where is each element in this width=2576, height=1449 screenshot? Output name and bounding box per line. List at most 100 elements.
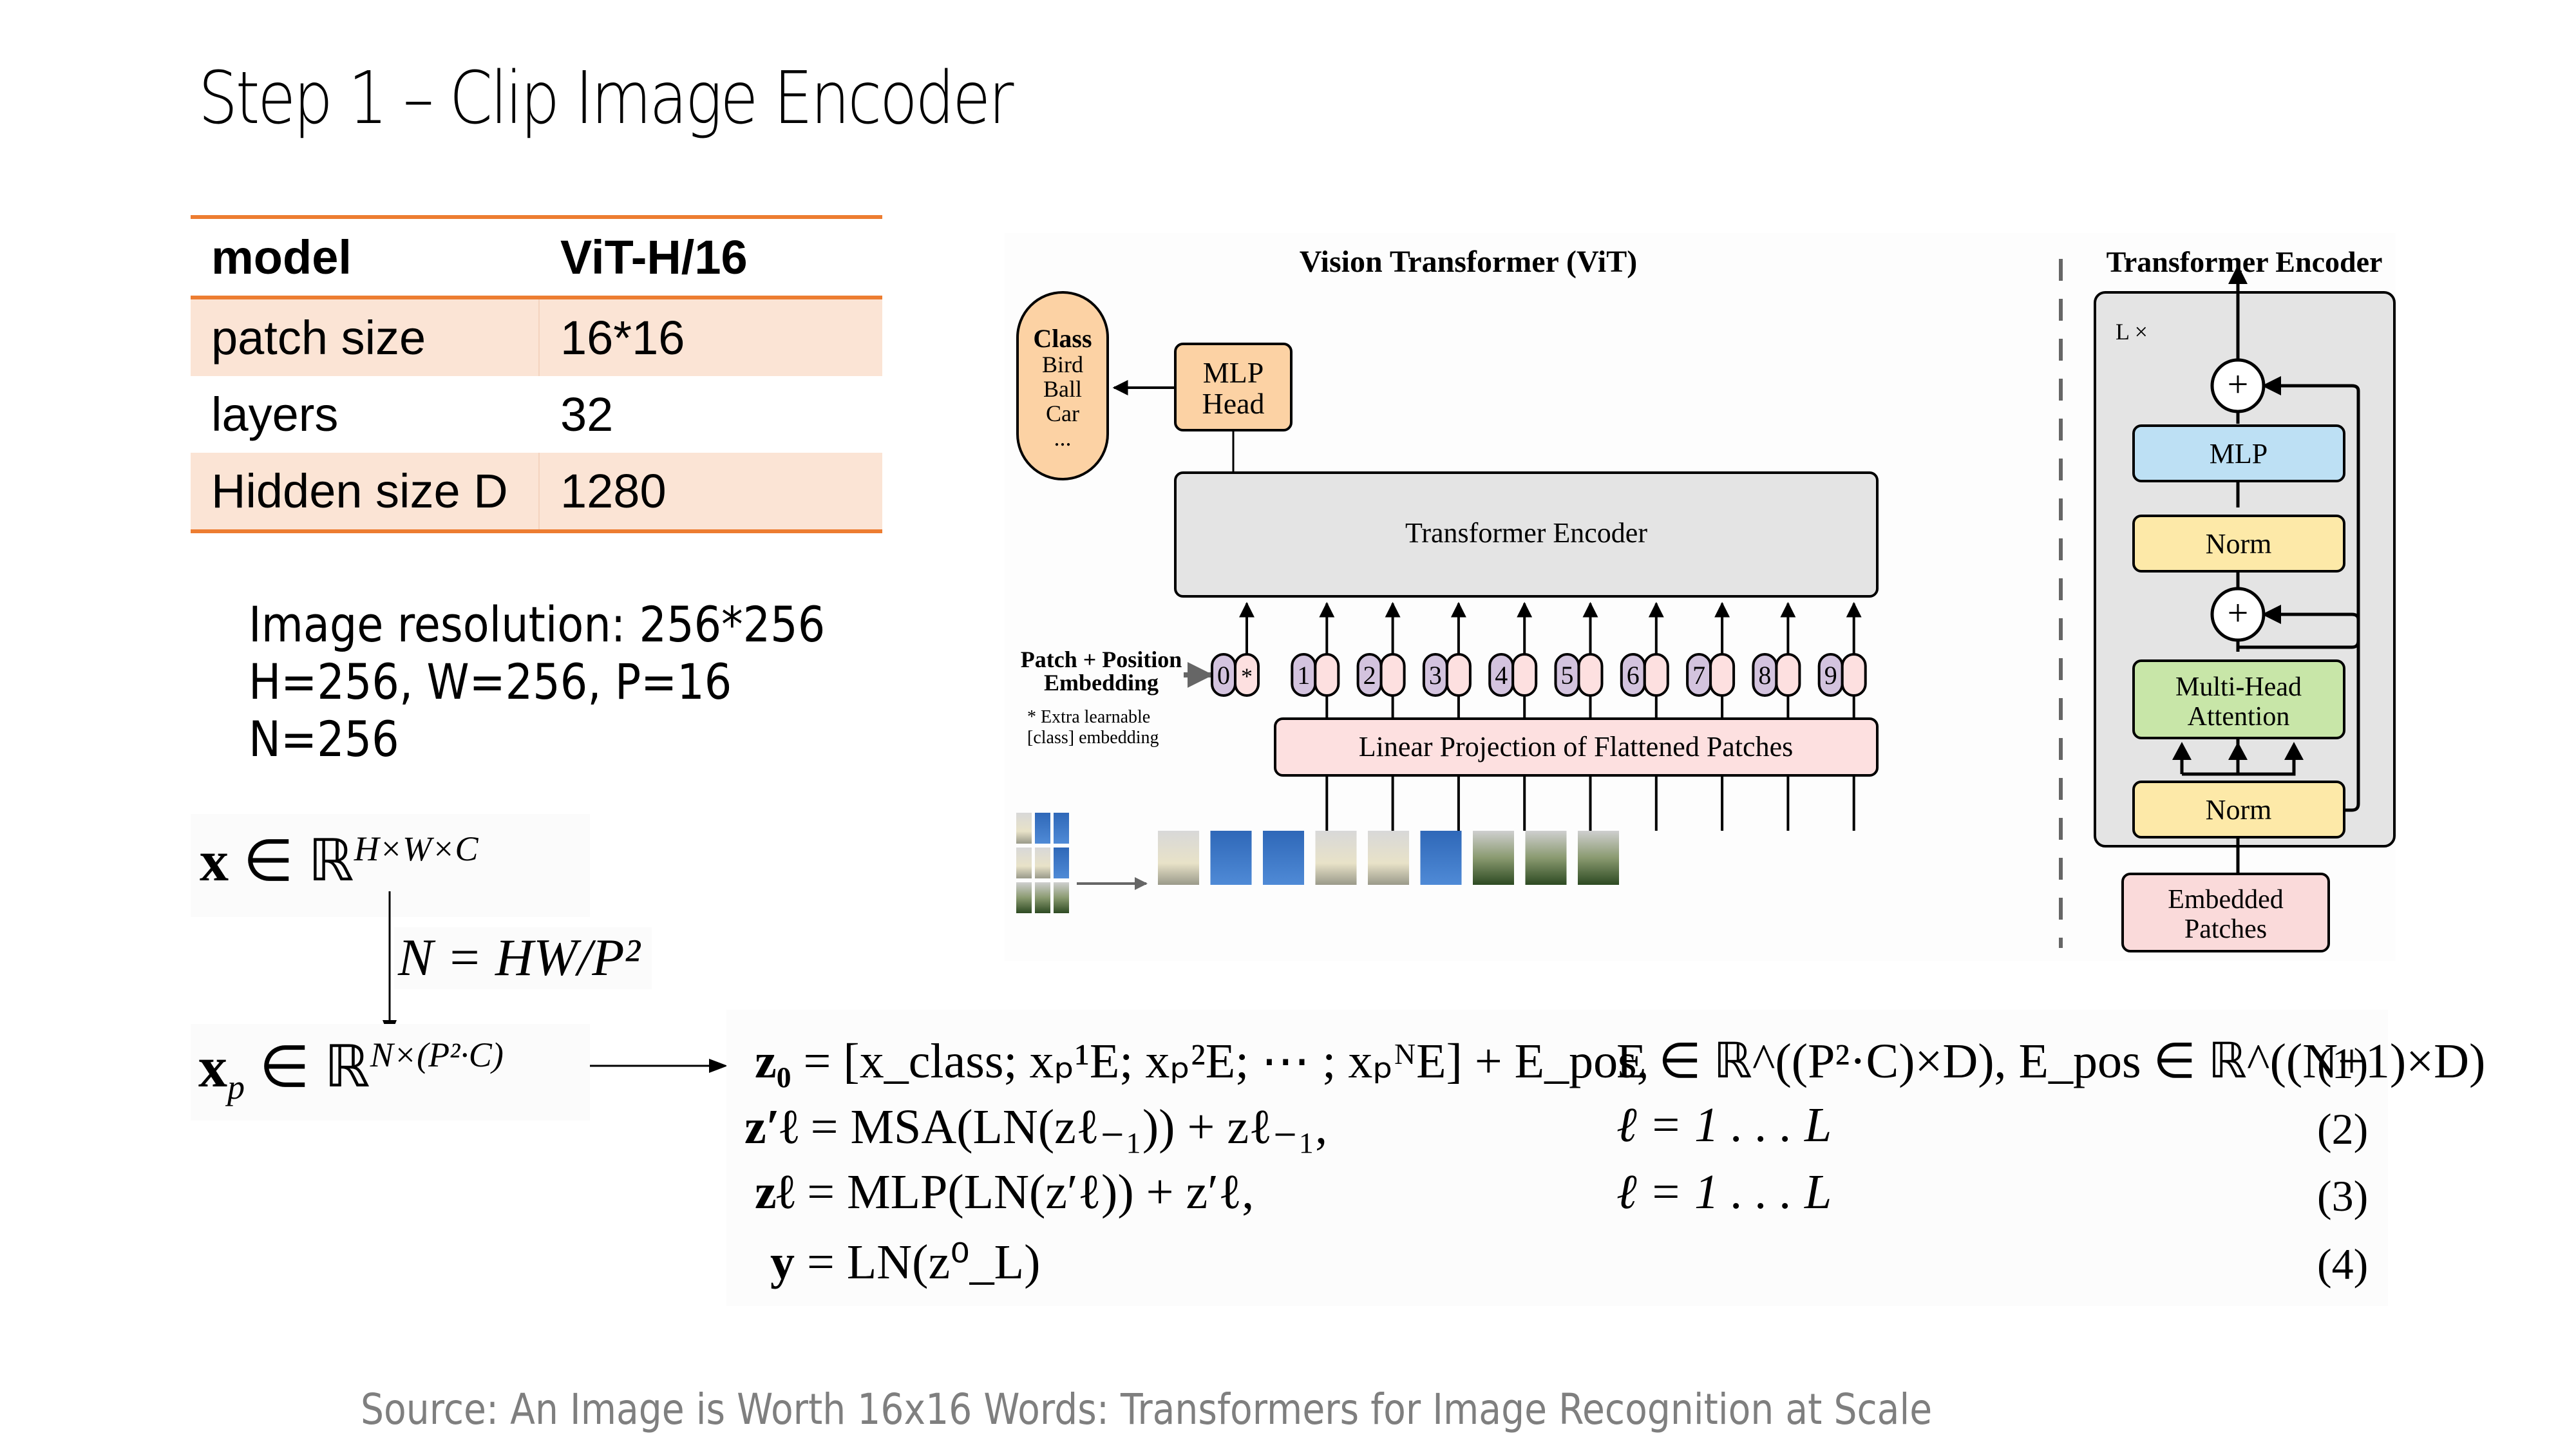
resolution-line: Image resolution: 256*256 xyxy=(249,596,826,653)
equation-number: (1) xyxy=(2317,1039,2369,1088)
mlp-label: MLP xyxy=(2210,438,2268,469)
to-equations-arrow xyxy=(590,1059,728,1073)
embedded-patches-label: Patches xyxy=(2184,914,2267,944)
equation-2-condition: ℓ = 1 . . . L xyxy=(1616,1098,1832,1152)
residual-path-attention xyxy=(2238,605,2360,812)
position-index: 5 xyxy=(1561,661,1574,690)
attention-label: Multi-Head xyxy=(2175,672,2302,702)
equation-number: (2) xyxy=(2317,1104,2369,1153)
image-patch xyxy=(1016,882,1032,913)
position-index: 1 xyxy=(1297,661,1310,690)
equation-2: z′ℓ = MSA(LN(zℓ₋₁)) + zℓ₋₁, xyxy=(744,1100,1328,1154)
xp-subscript: p xyxy=(227,1068,245,1106)
equation-number: (4) xyxy=(2317,1240,2369,1289)
table-cell-value: 1280 xyxy=(539,453,882,533)
patch-embedding-token xyxy=(1379,653,1406,697)
table-cell-value: 32 xyxy=(560,388,614,441)
equation-1-condition: E ∈ ℝ^((P²·C)×D), E_pos ∈ ℝ^((N+1)×D) xyxy=(1616,1034,2486,1088)
repeat-label: L × xyxy=(2116,319,2148,345)
image-patch xyxy=(1210,831,1252,885)
image-patch xyxy=(1035,848,1050,878)
key-arrow xyxy=(2228,742,2248,760)
patch-embedding-token xyxy=(1643,653,1669,697)
attention-label: Attention xyxy=(2188,702,2290,732)
mlp-head-label: Head xyxy=(1202,387,1264,420)
xp-symbol: x xyxy=(198,1036,227,1099)
element-of: ∈ xyxy=(259,1036,310,1099)
equation-3-condition: ℓ = 1 . . . L xyxy=(1616,1165,1832,1219)
attention-box xyxy=(2132,659,2345,739)
reals-symbol: ℝ xyxy=(308,829,354,893)
mlp-box xyxy=(2132,424,2345,482)
vit-title: Vision Transformer (ViT) xyxy=(1300,245,1637,279)
position-index: 9 xyxy=(1824,661,1837,690)
residual-add-top xyxy=(2210,358,2266,413)
position-index: 7 xyxy=(1692,661,1705,690)
equation-4: y = LN(z⁰_L) xyxy=(770,1235,1041,1289)
token-pair: 5 xyxy=(1554,601,1604,831)
patch-embedding-token xyxy=(1775,653,1801,697)
position-index: 6 xyxy=(1627,661,1640,690)
slide-title: Step 1 – Clip Image Encoder xyxy=(198,57,1014,140)
mlp-head-label: MLP xyxy=(1203,356,1264,389)
image-patch xyxy=(1016,813,1032,844)
transformer-encoder-label: Transformer Encoder xyxy=(1405,517,1647,549)
position-index: 8 xyxy=(1758,661,1771,690)
source-citation: Source: An Image is Worth 16x16 Words: T… xyxy=(361,1385,1933,1434)
table-row: Hidden size D 1280 xyxy=(191,453,882,533)
image-patch xyxy=(1473,831,1514,885)
equation-number: (3) xyxy=(2317,1171,2369,1220)
query-arrow xyxy=(2172,742,2192,760)
norm-label: Norm xyxy=(2206,528,2272,560)
image-patch xyxy=(1263,831,1304,885)
norm-box-bottom xyxy=(2132,781,2345,838)
token-pair: 2 xyxy=(1356,601,1406,831)
embedded-patches-box xyxy=(2121,873,2330,952)
patch-embedding-token xyxy=(1445,653,1472,697)
table-header-cell: model xyxy=(191,215,540,299)
token-pair: 4 xyxy=(1488,601,1538,831)
class-item: Car xyxy=(1046,401,1079,426)
table-row: patch size 16*16 xyxy=(191,298,882,376)
token-pair: 3 xyxy=(1422,601,1472,831)
token-pair: 1 xyxy=(1291,601,1340,831)
image-patch xyxy=(1016,848,1032,878)
norm-box-top xyxy=(2132,515,2345,573)
class-output-box xyxy=(1016,291,1109,480)
image-patch xyxy=(1054,848,1069,878)
flattened-patches xyxy=(1158,831,1619,885)
token-pair: 9 xyxy=(1817,601,1867,831)
position-index: 3 xyxy=(1429,661,1442,690)
x-dimensions: H×W×C xyxy=(354,829,478,868)
vit-equations: z₀ = [x_class; xₚ¹E; xₚ²E; ⋯ ; xₚᴺE] + E… xyxy=(726,1010,2485,1306)
table-cell-label: Hidden size D xyxy=(191,453,540,533)
table-cell-label: patch size xyxy=(191,298,540,376)
table-header-row: model ViT-H/16 xyxy=(191,215,882,299)
position-index: 0 xyxy=(1217,661,1230,690)
class-label: Class xyxy=(1033,324,1092,353)
value-arrow xyxy=(2284,742,2304,760)
image-patch xyxy=(1315,831,1357,885)
input-image-patch-grid xyxy=(1016,813,1069,913)
image-patch xyxy=(1035,882,1050,913)
image-patch xyxy=(1578,831,1619,885)
image-patch xyxy=(1054,882,1069,913)
image-patch xyxy=(1525,831,1567,885)
equation-1: z₀ = [x_class; xₚ¹E; xₚ²E; ⋯ ; xₚᴺE] + E… xyxy=(755,1034,1649,1088)
token-pair: 7 xyxy=(1686,601,1736,831)
xp-dimensions: N×(P²·C) xyxy=(370,1036,504,1074)
model-spec-table: model ViT-H/16 patch size 16*16 layers 3… xyxy=(191,215,882,533)
norm-label: Norm xyxy=(2206,794,2272,826)
image-patch xyxy=(1368,831,1409,885)
equation-3: zℓ = MLP(LN(z′ℓ)) + z′ℓ, xyxy=(755,1165,1255,1219)
patch-count-line: N=256 xyxy=(249,710,399,768)
table-row: layers 32 xyxy=(191,376,882,453)
embedding-label: Patch + Position xyxy=(1021,647,1182,672)
table-cell-label: layers xyxy=(191,376,540,453)
patch-embedding-token xyxy=(1841,653,1867,697)
linear-projection-box xyxy=(1274,717,1879,777)
class-token-marker: * xyxy=(1241,663,1253,689)
token-pair: 0* xyxy=(1211,601,1260,697)
patch-embedding-token xyxy=(1709,653,1736,697)
